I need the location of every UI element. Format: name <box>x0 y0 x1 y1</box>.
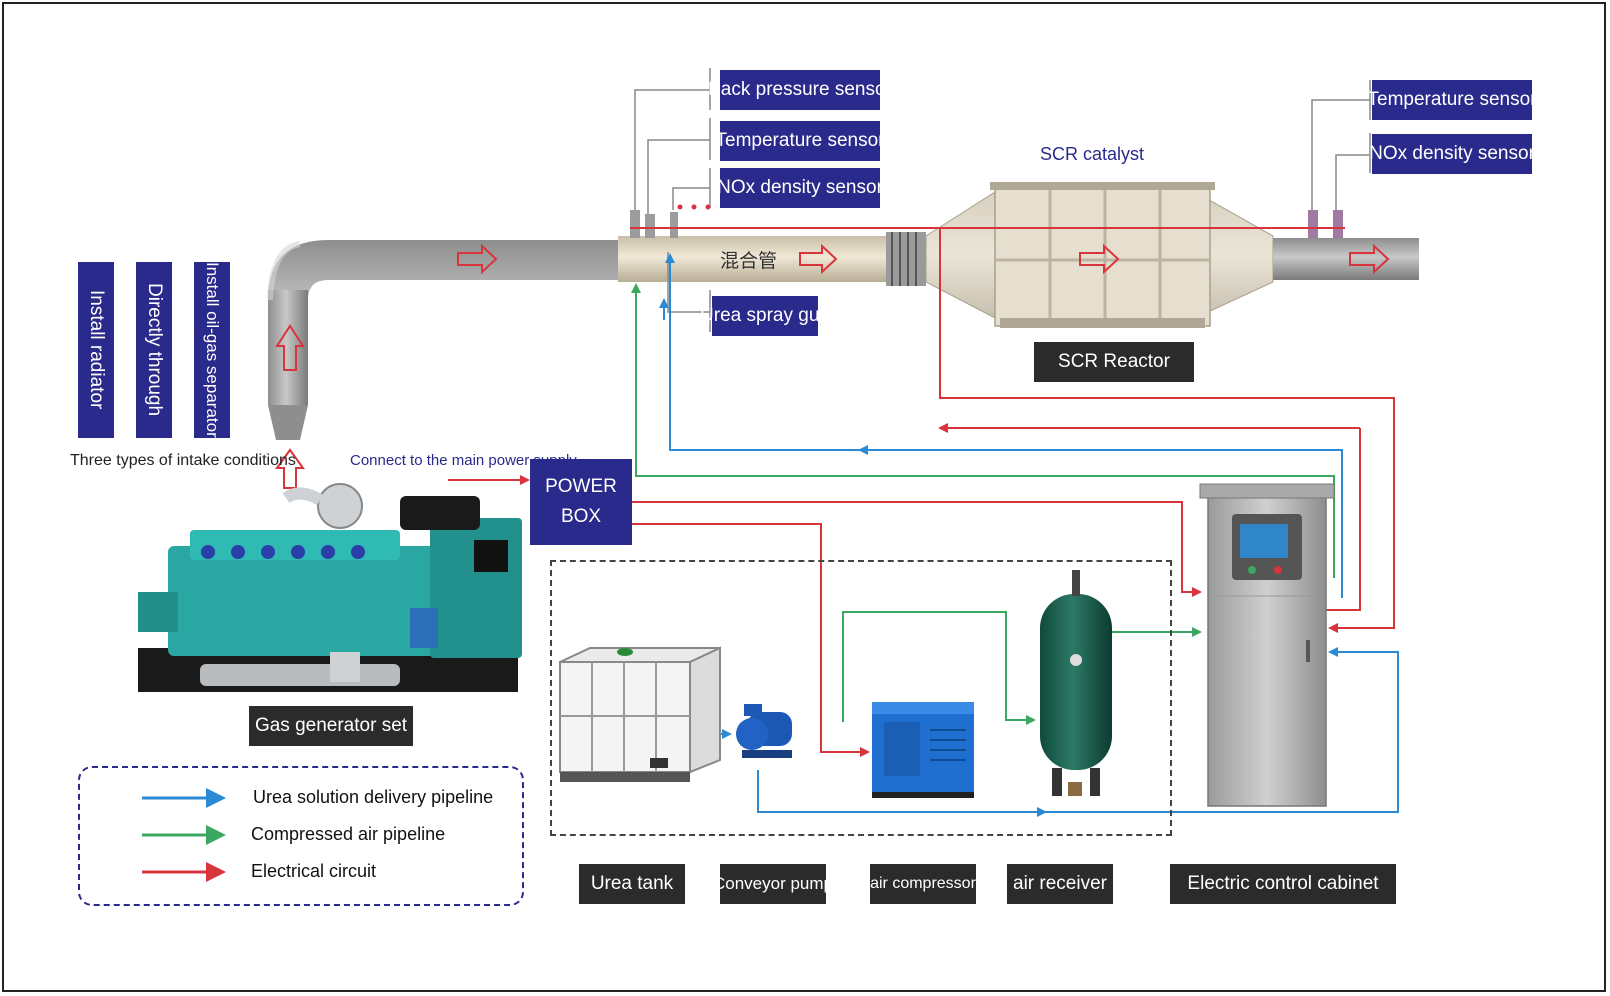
sensor-probes <box>630 204 1343 238</box>
legend <box>78 766 524 906</box>
equipment-group-frame <box>550 560 1172 836</box>
air-pipeline <box>631 283 1335 725</box>
label-urea-spray-gun: Urea spray gun <box>700 296 830 336</box>
urea-tank-image <box>559 646 721 782</box>
flow-arrow-3 <box>1079 243 1120 275</box>
bellows-joint <box>886 232 926 286</box>
label-air-compressor: air compressor <box>870 864 976 904</box>
label-install-oil-gas-separator: Install oil-gas separator <box>194 262 230 438</box>
exhaust-pipe <box>267 240 620 440</box>
label-air-receiver: air receiver <box>1007 864 1113 904</box>
label-install-radiator: Install radiator <box>78 262 114 438</box>
legend-electric-label: Electrical circuit <box>251 861 377 881</box>
label-scr-catalyst: SCR catalyst <box>1040 144 1145 164</box>
power-box-line2: BOX <box>560 506 602 527</box>
label-electric-control-cabinet: Electric control cabinet <box>1170 864 1396 904</box>
label-gas-generator-set: Gas generator set <box>249 706 413 746</box>
legend-arrows <box>142 788 226 882</box>
flow-arrow-2 <box>799 243 838 275</box>
label-connect-main-power: Connect to the main power supply <box>350 452 577 469</box>
power-box-line1: POWER <box>545 476 617 497</box>
label-urea-tank: Urea tank <box>579 864 685 904</box>
electrical-circuit <box>448 227 1395 757</box>
label-conveyor-pump: Conveyor pump <box>713 864 833 904</box>
label-scr-reactor: SCR Reactor <box>1034 342 1194 382</box>
flow-arrow-4 <box>1349 243 1390 275</box>
label-nox-sensor-top: NOx density sensor <box>717 168 883 208</box>
mixing-pipe-body <box>618 236 886 282</box>
label-back-pressure-sensor: Back pressure sensor <box>708 70 892 110</box>
label-temperature-sensor-top: Temperature sensor <box>716 121 884 161</box>
label-mixing-pipe: 混合管 <box>720 251 778 272</box>
outlet-pipe <box>1273 238 1419 280</box>
label-intake-caption: Three types of intake conditions <box>70 452 296 469</box>
power-box: POWER BOX <box>530 459 632 545</box>
legend-urea-label: Urea solution delivery pipeline <box>253 787 494 807</box>
conveyor-pump-image <box>736 704 792 758</box>
flow-arrow-1 <box>457 243 498 275</box>
label-nox-sensor-right: NOx density sensor <box>1369 134 1535 174</box>
flow-arrow-up-2 <box>275 448 305 489</box>
urea-pipeline <box>659 253 1399 817</box>
sensor-leaders <box>634 68 1371 332</box>
electric-cabinet-image <box>1199 483 1335 807</box>
legend-air-label: Compressed air pipeline <box>251 824 446 844</box>
scr-reactor-body <box>925 182 1274 328</box>
gas-generator-set <box>138 483 522 692</box>
air-receiver-image <box>1040 570 1112 796</box>
air-compressor-image <box>872 702 974 798</box>
label-temperature-sensor-right: Temperature sensor <box>1368 80 1536 120</box>
flow-arrow-up-1 <box>275 324 305 371</box>
label-directly-through: Directly through <box>136 262 172 438</box>
flow-arrows <box>275 243 1390 489</box>
